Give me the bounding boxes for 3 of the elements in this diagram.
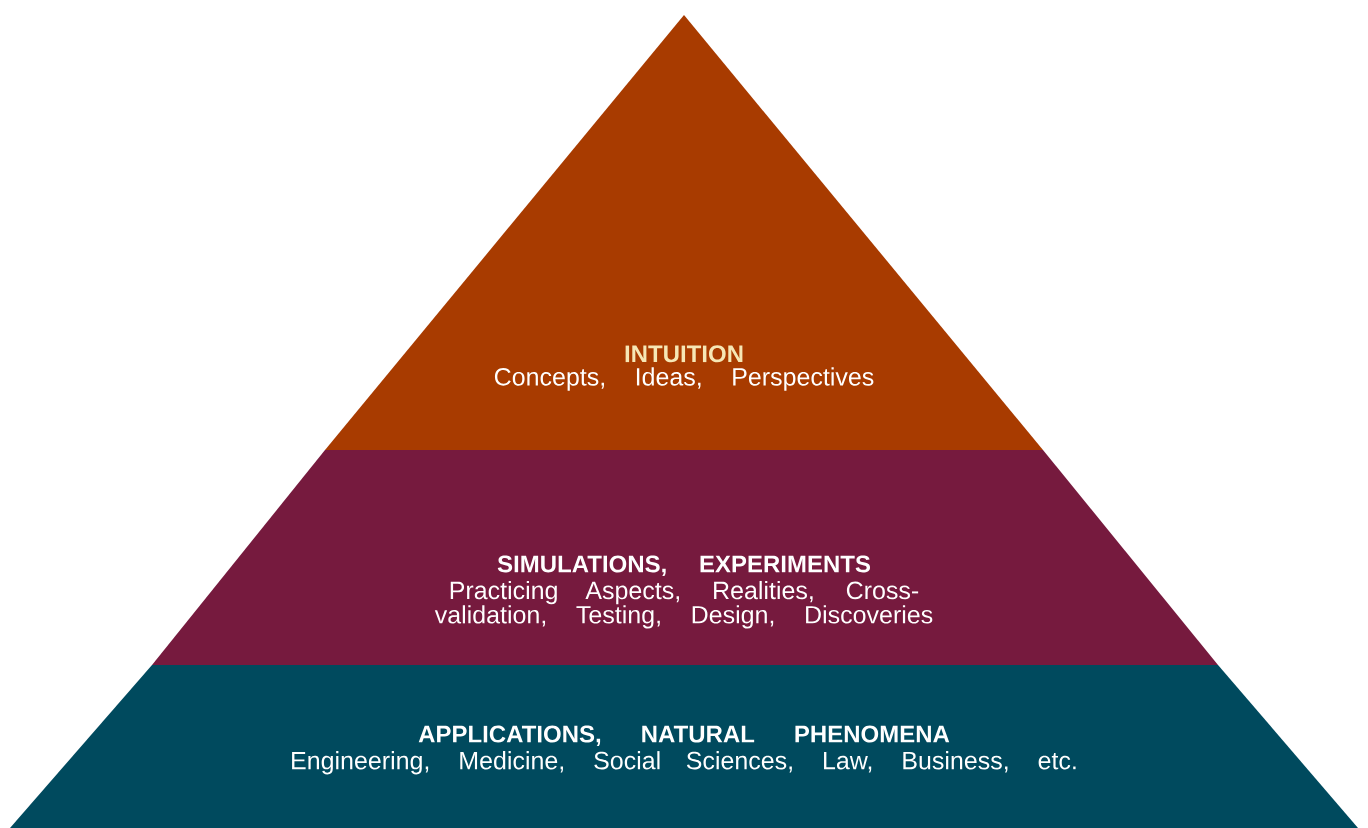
pyramid-tier: APPLICATIONS, NATURAL PHENOMENA Engineering, Medicine, Social Sciences, Law, Business, etc. (10, 665, 1358, 828)
pyramid-tier: INTUITION Concepts, Ideas, Perspectives (325, 15, 1043, 450)
pyramid-tier: SIMULATIONS, EXPERIMENTS Practicing Aspects, Realities, Cross-validation, Testing, Design, Discoveries (152, 450, 1218, 665)
